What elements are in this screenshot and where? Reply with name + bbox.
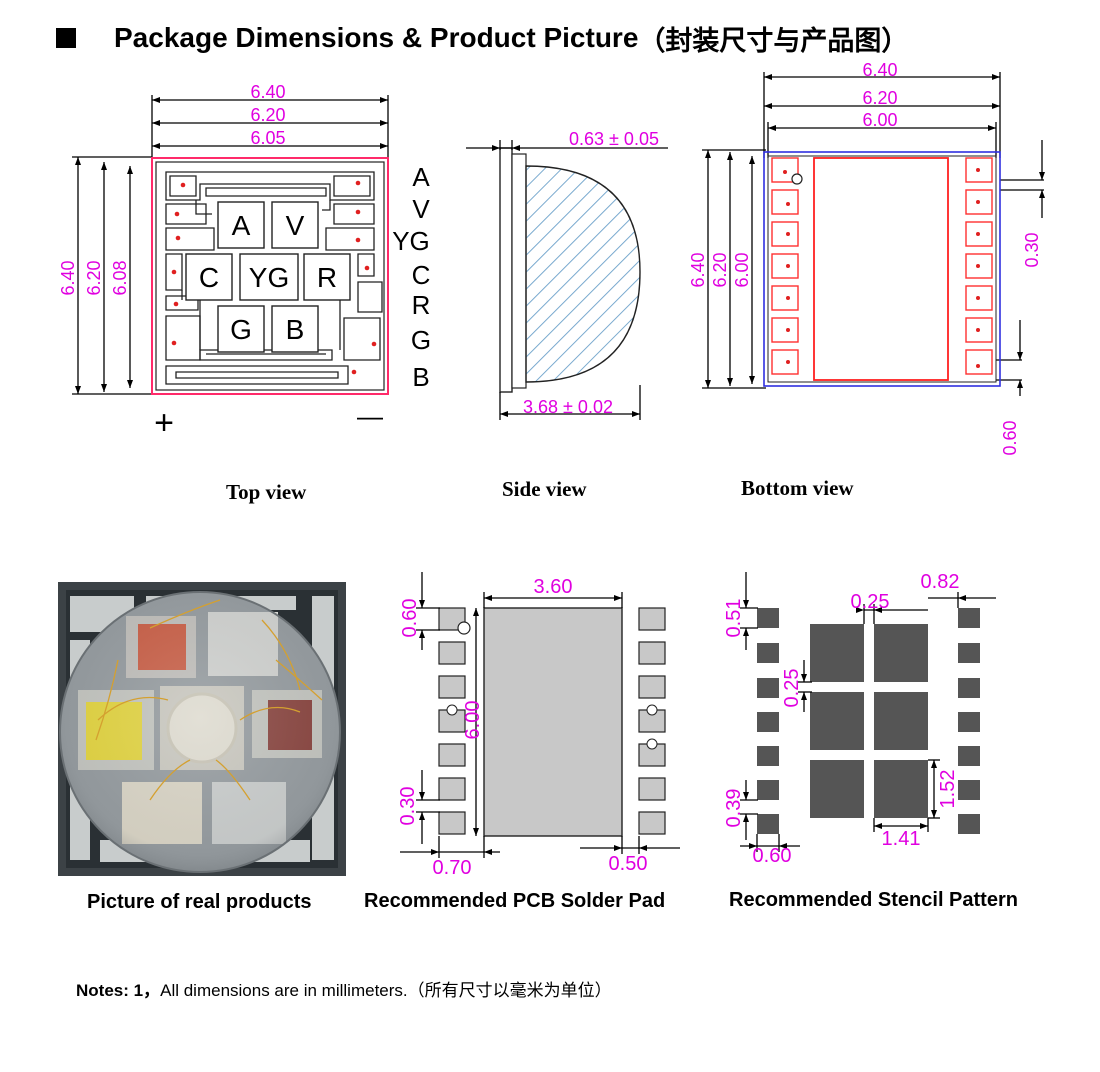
stencil-dim-152: 1.52 xyxy=(937,770,959,809)
top-dim-620: 6.20 xyxy=(250,105,285,125)
pcb-solder-pad-drawing: 3.60 0.60 6.00 0.30 0.70 0.50 xyxy=(397,572,680,879)
side-dim-368: 3.68 ± 0.02 xyxy=(523,397,613,417)
chip-label-c: C xyxy=(199,262,219,293)
section-title: Package Dimensions & Product Picture xyxy=(114,22,639,53)
stencil-dim-060: 0.60 xyxy=(753,845,792,867)
pin-label-b: B xyxy=(412,362,429,392)
pin-label-a: A xyxy=(412,162,430,192)
bottom-dim-600-vertical: 6.00 xyxy=(732,252,752,287)
top-view-drawing: 6.40 6.20 6.05 6.40 6.20 6.08 xyxy=(58,82,431,442)
pcb-dim-050: 0.50 xyxy=(609,853,648,875)
pcb-dim-600: 6.00 xyxy=(462,701,484,740)
caption-stencil-pattern: Recommended Stencil Pattern xyxy=(729,889,1018,911)
notes-line: Notes: 1，All dimensions are in millimete… xyxy=(76,976,612,1001)
stencil-dim-025-vertical: 0.25 xyxy=(781,669,803,708)
stencil-dim-141: 1.41 xyxy=(882,828,921,850)
caption-top-view: Top view xyxy=(226,480,307,504)
minus-polarity-mark: — xyxy=(357,401,383,431)
pin-label-c: C xyxy=(412,260,431,290)
pcb-dim-070: 0.70 xyxy=(433,857,472,879)
bottom-dim-620: 6.20 xyxy=(862,88,897,108)
pin-label-yg: YG xyxy=(392,226,430,256)
stencil-dim-025-horizontal: 0.25 xyxy=(851,591,890,613)
caption-real-product: Picture of real products xyxy=(87,891,312,913)
bottom-dim-600: 6.00 xyxy=(862,110,897,130)
caption-pcb-solder-pad: Recommended PCB Solder Pad xyxy=(364,890,666,912)
notes-text-cn: （所有尺寸以毫米为单位） xyxy=(407,981,612,1000)
side-dim-063: 0.63 ± 0.05 xyxy=(569,129,659,149)
pin-label-g: G xyxy=(411,325,431,355)
top-dim-605: 6.05 xyxy=(250,128,285,148)
bottom-dim-060: 0.60 xyxy=(1000,420,1020,455)
chip-label-yg: YG xyxy=(249,262,289,293)
chip-label-b: B xyxy=(286,314,305,345)
chip-label-g: G xyxy=(230,314,252,345)
bottom-view-drawing: 6.40 6.20 6.00 6.40 6.20 6.00 0.30 0.60 xyxy=(688,60,1045,456)
bottom-dim-640-vertical: 6.40 xyxy=(688,252,708,287)
stencil-pattern-drawing: 0.82 0.25 0.51 0.25 1.52 0.39 1.41 0.60 xyxy=(723,571,996,867)
pcb-dim-060: 0.60 xyxy=(399,599,421,638)
bottom-dim-030: 0.30 xyxy=(1022,232,1042,267)
product-photo xyxy=(58,582,346,876)
section-title-cn: （封装尺寸与产品图） xyxy=(638,25,909,56)
chip-label-r: R xyxy=(317,262,337,293)
section-heading: Package Dimensions & Product Picture （封装… xyxy=(56,18,908,58)
pin-label-v: V xyxy=(412,194,430,224)
top-dim-608-vertical: 6.08 xyxy=(110,260,130,295)
stencil-dim-051: 0.51 xyxy=(723,599,745,638)
square-bullet-icon xyxy=(56,28,76,48)
caption-bottom-view: Bottom view xyxy=(741,476,854,500)
notes-number: 1， xyxy=(133,981,161,1000)
side-view-drawing: 0.63 ± 0.05 3.68 ± 0.02 xyxy=(466,129,668,420)
pcb-dim-360: 3.60 xyxy=(534,576,573,598)
pin-label-r: R xyxy=(412,290,431,320)
stencil-dim-082: 0.82 xyxy=(921,571,960,593)
notes-text: All dimensions are in millimeters. xyxy=(160,981,408,1000)
top-dim-640-vertical: 6.40 xyxy=(58,260,78,295)
plus-polarity-mark: + xyxy=(154,404,174,442)
bottom-dim-640: 6.40 xyxy=(862,60,897,80)
stencil-dim-039: 0.39 xyxy=(723,789,745,828)
pcb-dim-030: 0.30 xyxy=(397,787,419,826)
bottom-dim-620-vertical: 6.20 xyxy=(710,252,730,287)
caption-side-view: Side view xyxy=(502,477,587,501)
top-dim-640: 6.40 xyxy=(250,82,285,102)
top-dim-620-vertical: 6.20 xyxy=(84,260,104,295)
notes-label: Notes: xyxy=(76,981,129,1000)
chip-label-v: V xyxy=(286,210,305,241)
chip-label-a: A xyxy=(232,210,251,241)
